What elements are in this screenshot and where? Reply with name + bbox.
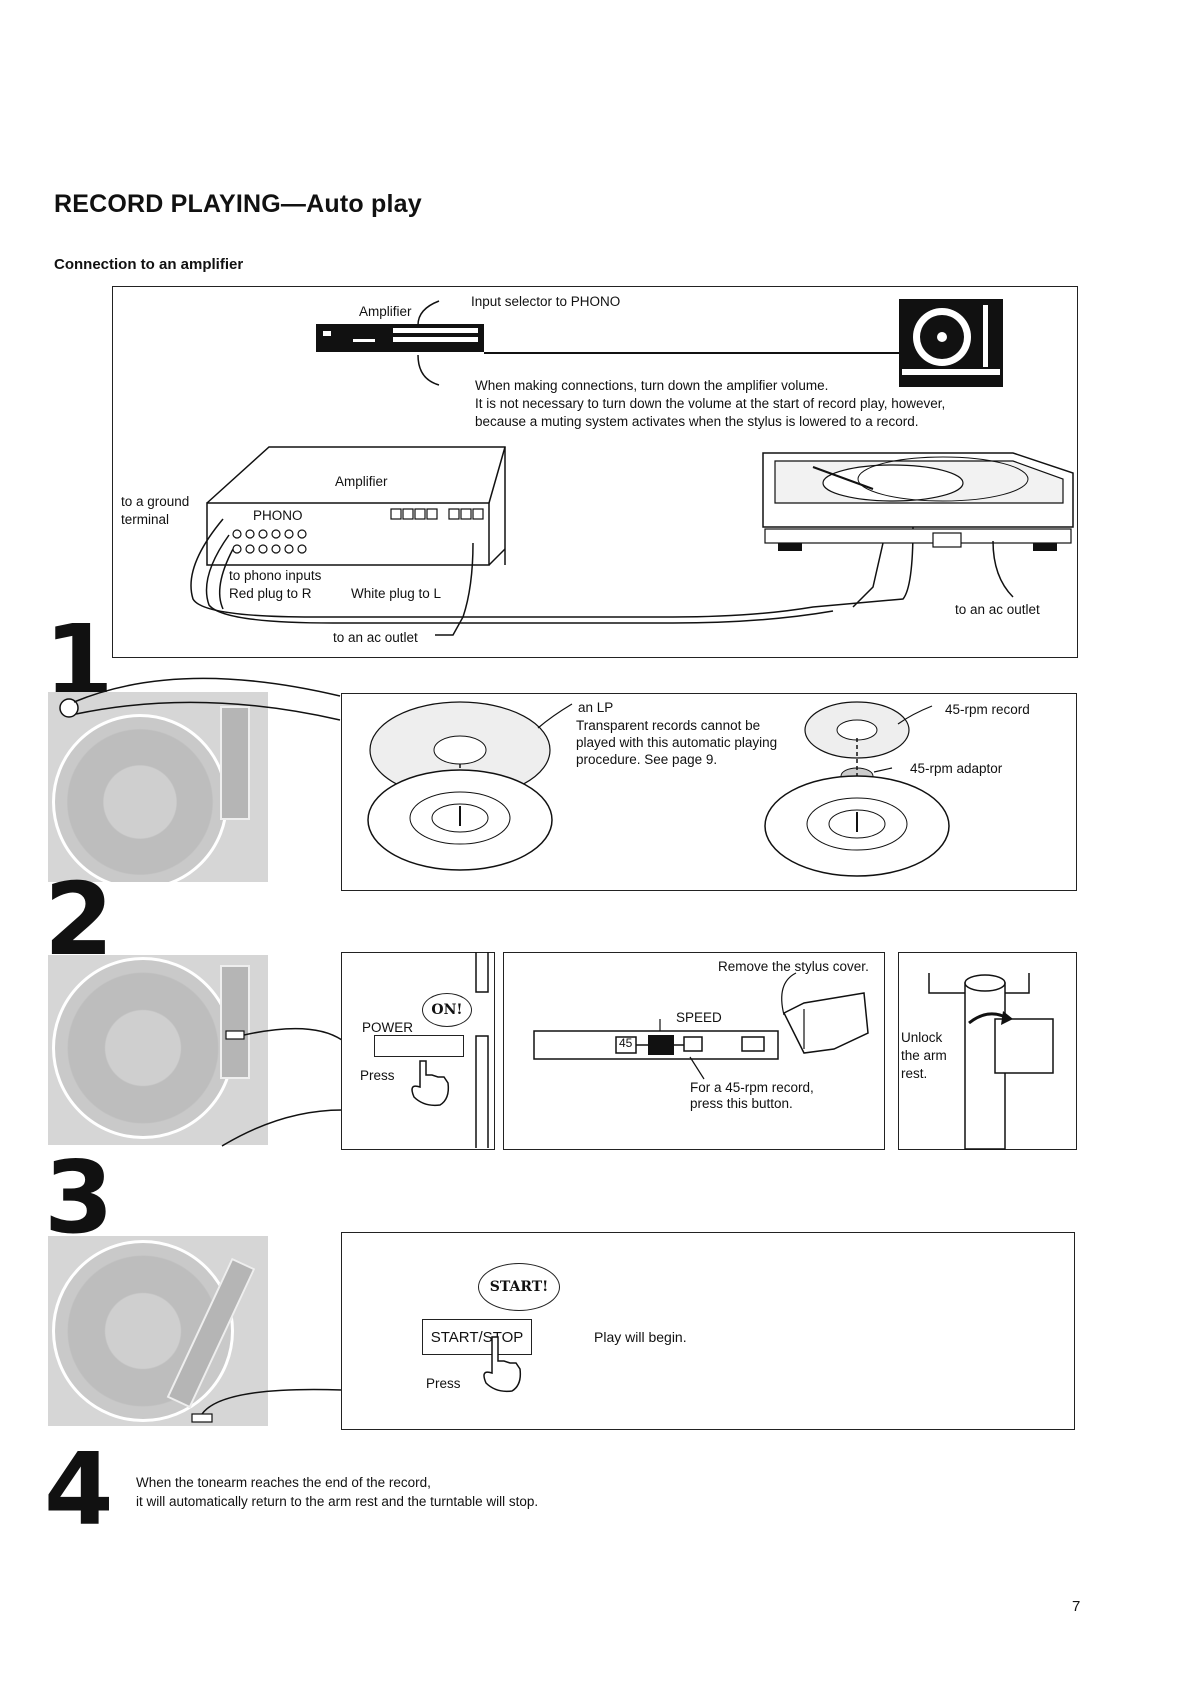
lp-note-line1: Transparent records cannot be — [576, 718, 761, 733]
panel-notch — [475, 952, 489, 1148]
ground-terminal-label-1: to a ground — [121, 494, 190, 509]
ground-terminal-label-2: terminal — [121, 512, 170, 527]
speed-45-label[interactable]: 45 — [619, 1036, 633, 1050]
step-2-photo — [48, 955, 268, 1145]
red-plug-label: Red plug to R — [229, 586, 312, 601]
ac-outlet-amp-label: to an ac outlet — [333, 630, 418, 645]
note-45-line1: For a 45-rpm record, — [690, 1080, 814, 1095]
connection-schematic — [190, 299, 1074, 636]
step-1-photo — [48, 692, 268, 882]
ac-outlet-turntable-label: to an ac outlet — [955, 602, 1040, 617]
lp-note-line3: procedure. See page 9. — [576, 752, 718, 767]
step-1-panel: an LP Transparent records cannot be play… — [341, 693, 1077, 891]
on-bubble: ON! — [422, 993, 472, 1027]
volume-note-line2: It is not necessary to turn down the vol… — [475, 396, 946, 411]
step-2-callout — [221, 1027, 343, 1147]
section-heading: Connection to an amplifier — [54, 256, 244, 273]
step-4-line1: When the tonearm reaches the end of the … — [136, 1475, 431, 1490]
note-45-line2: press this button. — [690, 1096, 793, 1111]
tonearm — [220, 965, 250, 1079]
step-2-number: 2 — [44, 861, 114, 978]
record-45-label: 45-rpm record — [945, 702, 1030, 717]
white-plug-label: White plug to L — [351, 586, 442, 601]
armrest-illustration — [928, 973, 1054, 1150]
input-selector-label: Input selector to PHONO — [471, 294, 621, 309]
step-4-number: 4 — [44, 1431, 114, 1548]
step-2-power-panel: ON! POWER Press — [341, 952, 495, 1150]
turntable-platter — [52, 714, 228, 882]
lp-label: an LP — [578, 700, 614, 715]
press-label: Press — [360, 1068, 395, 1083]
page-number: 7 — [1072, 1598, 1081, 1615]
step-2-armrest-panel: Unlock the arm rest. — [898, 952, 1077, 1150]
connection-diagram: Amplifier Input selector to PHONO When m… — [112, 286, 1078, 658]
stylus-cover-label: Remove the stylus cover. — [718, 959, 869, 974]
phono-label: PHONO — [253, 508, 303, 523]
pointing-hand-icon — [483, 1336, 522, 1393]
power-label: POWER — [362, 1020, 414, 1035]
press-label: Press — [426, 1376, 461, 1391]
tonearm — [220, 706, 250, 820]
record-loading-illustration — [367, 701, 950, 877]
step-3-panel: START! START/STOP Press Play will begin. — [341, 1232, 1075, 1430]
play-begin-label: Play will begin. — [594, 1329, 687, 1345]
step-4-line2: it will automatically return to the arm … — [136, 1494, 539, 1509]
start-bubble: START! — [478, 1263, 560, 1311]
power-button[interactable] — [374, 1035, 464, 1057]
lp-note-line2: played with this automatic playing — [576, 735, 778, 750]
volume-note-line3: because a muting system activates when t… — [475, 414, 919, 429]
step-3-photo — [48, 1236, 268, 1426]
page-title: RECORD PLAYING—Auto play — [54, 190, 422, 218]
unlock-label-3: rest. — [901, 1066, 928, 1081]
amplifier-label-top: Amplifier — [359, 304, 412, 319]
volume-note-line1: When making connections, turn down the a… — [475, 378, 829, 393]
turntable-platter — [52, 957, 234, 1139]
adaptor-45-label: 45-rpm adaptor — [910, 761, 1003, 776]
unlock-label-1: Unlock — [901, 1030, 943, 1045]
speed-label: SPEED — [676, 1010, 722, 1025]
amplifier-label: Amplifier — [335, 474, 388, 489]
unlock-label-2: the arm — [901, 1048, 947, 1063]
speed-controls — [533, 972, 869, 1080]
start-stop-button[interactable]: START/STOP — [422, 1319, 532, 1355]
step-3-callout — [191, 1388, 343, 1423]
phono-inputs-label: to phono inputs — [229, 568, 322, 583]
step-1-callout — [59, 677, 341, 721]
step-3-number: 3 — [44, 1139, 114, 1256]
step-2-speed-panel: Remove the stylus cover. SPEED 45 For a … — [503, 952, 885, 1150]
pointing-hand-icon — [411, 1060, 450, 1107]
